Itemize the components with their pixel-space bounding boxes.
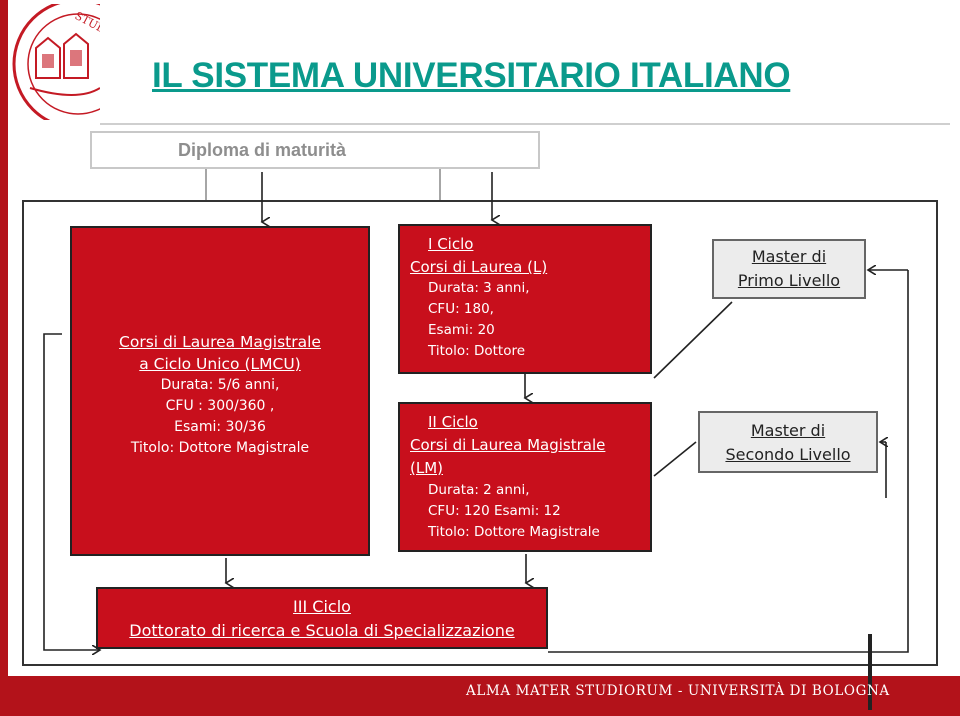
master2-line-1: Master di [750, 421, 826, 440]
ciclo2-cfu-esami: CFU: 120 Esami: 12 [428, 503, 561, 519]
left-red-strip [0, 0, 8, 716]
university-seal-logo: STUDIORUM [12, 4, 100, 120]
lmcu-box: Corsi di Laurea Magistrale a Ciclo Unico… [70, 226, 370, 556]
lmcu-heading-1: Corsi di Laurea Magistrale [119, 333, 321, 351]
ciclo3-label: III Ciclo [293, 597, 351, 616]
ciclo1-heading: Corsi di Laurea (L) [410, 258, 548, 276]
ciclo1-esami: Esami: 20 [428, 322, 495, 338]
lmcu-cfu: CFU : 300/360 , [165, 398, 275, 414]
master1-line-1: Master di [751, 247, 827, 266]
ciclo2-heading-2: (LM) [410, 459, 444, 477]
master-secondo-livello-box: Master di Secondo Livello [698, 411, 878, 473]
ciclo2-heading-1: Corsi di Laurea Magistrale [410, 436, 606, 454]
ciclo2-titolo: Titolo: Dottore Magistrale [428, 524, 600, 540]
ciclo3-heading: Dottorato di ricerca e Scuola di Special… [129, 621, 515, 640]
page-title: IL SISTEMA UNIVERSITARIO ITALIANO [152, 56, 791, 95]
lmcu-titolo: Titolo: Dottore Magistrale [130, 440, 310, 456]
ciclo1-titolo: Titolo: Dottore [428, 343, 526, 359]
title-divider [100, 123, 950, 125]
lmcu-durata: Durata: 5/6 anni, [160, 377, 280, 393]
lmcu-heading-2: a Ciclo Unico (LMCU) [139, 355, 301, 373]
footer-bar [8, 676, 960, 716]
footer-divider [868, 634, 872, 710]
ciclo2-box: II Ciclo Corsi di Laurea Magistrale (LM)… [398, 402, 652, 552]
ciclo2-label: II Ciclo [428, 413, 478, 431]
ciclo2-durata: Durata: 2 anni, [428, 482, 530, 498]
master2-line-2: Secondo Livello [725, 445, 851, 464]
ciclo1-durata: Durata: 3 anni, [428, 280, 530, 296]
ciclo3-box: III Ciclo Dottorato di ricerca e Scuola … [96, 587, 548, 649]
master-primo-livello-box: Master di Primo Livello [712, 239, 866, 299]
ciclo1-label: I Ciclo [428, 235, 474, 253]
footer-text: ALMA MATER STUDIORUM - UNIVERSITÀ DI BOL… [466, 683, 890, 699]
ciclo1-cfu: CFU: 180, [428, 301, 494, 317]
lmcu-esami: Esami: 30/36 [174, 419, 266, 435]
diploma-box: Diploma di maturità [90, 131, 540, 169]
ciclo1-box: I Ciclo Corsi di Laurea (L) Durata: 3 an… [398, 224, 652, 374]
master1-line-2: Primo Livello [737, 271, 841, 290]
diagram-frame [22, 200, 938, 666]
svg-text:STUDIORUM: STUDIORUM [73, 9, 100, 56]
